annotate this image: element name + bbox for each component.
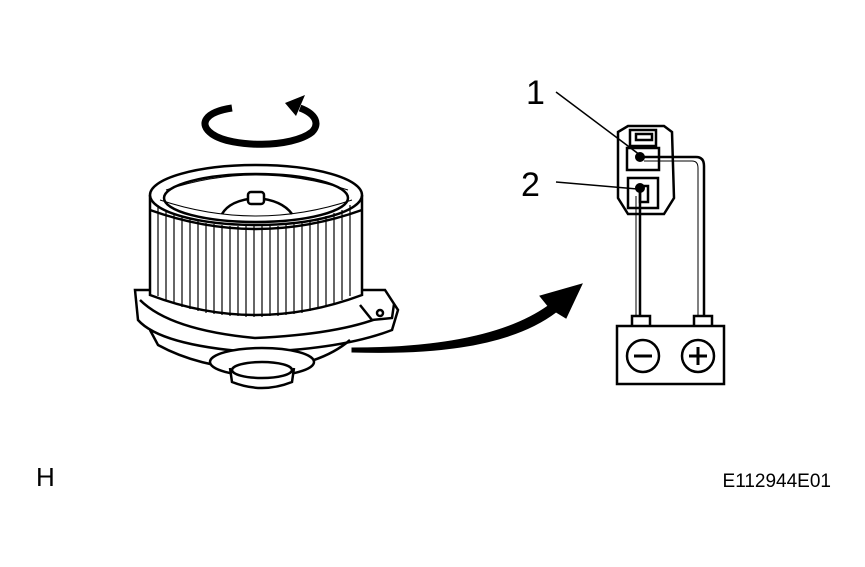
battery <box>615 314 726 386</box>
connector <box>616 124 676 216</box>
wiring <box>638 155 706 318</box>
blower-motor-fan <box>133 163 400 390</box>
curved-arrow-icon <box>351 283 583 353</box>
terminal-1-dot <box>635 152 645 162</box>
figure-id: E112944E01 <box>722 471 831 492</box>
rotation-arrow-icon <box>201 95 320 148</box>
terminal-2-dot <box>635 183 645 193</box>
callout-2-leader <box>555 181 639 190</box>
view-code: H <box>36 462 55 492</box>
callout-2-label: 2 <box>521 166 540 204</box>
callout-1-leader <box>555 91 641 156</box>
callout-1-label: 1 <box>526 74 545 112</box>
